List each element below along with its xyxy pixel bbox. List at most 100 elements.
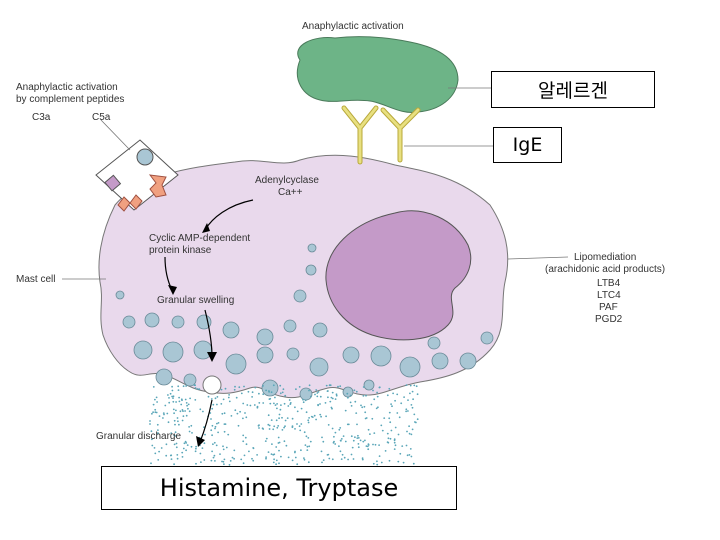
discharge-dot bbox=[309, 395, 312, 398]
discharge-dot bbox=[221, 460, 223, 463]
discharge-dot bbox=[362, 395, 365, 397]
histamine-box: Histamine, Tryptase bbox=[101, 466, 457, 510]
discharge-dot bbox=[325, 415, 327, 418]
discharge-dot bbox=[203, 442, 206, 445]
discharge-dot bbox=[165, 454, 168, 457]
discharge-dot bbox=[176, 457, 179, 460]
discharge-dot bbox=[296, 410, 299, 413]
discharge-dot bbox=[154, 408, 157, 411]
discharge-dot bbox=[342, 435, 345, 437]
discharge-dot bbox=[306, 445, 309, 448]
discharge-dot bbox=[331, 407, 333, 410]
discharge-dot bbox=[188, 426, 191, 428]
discharge-dot bbox=[399, 452, 402, 455]
discharge-dot bbox=[409, 392, 411, 395]
discharge-dot bbox=[160, 447, 163, 449]
discharge-dot bbox=[308, 417, 310, 419]
discharge-dot bbox=[306, 449, 309, 451]
discharge-dot bbox=[225, 446, 228, 449]
discharge-dot bbox=[396, 393, 399, 396]
discharge-dot bbox=[213, 441, 216, 444]
discharge-dot bbox=[151, 412, 153, 415]
discharge-dot bbox=[315, 389, 318, 391]
discharge-dot bbox=[364, 439, 366, 442]
discharge-dot bbox=[307, 421, 310, 424]
discharge-dot bbox=[371, 417, 374, 420]
discharge-dot bbox=[216, 422, 218, 425]
discharge-dot bbox=[397, 460, 400, 463]
discharge-dot bbox=[185, 385, 188, 387]
discharge-dot bbox=[347, 458, 349, 461]
discharge-dot bbox=[411, 406, 414, 409]
discharge-dot bbox=[262, 385, 264, 387]
discharge-dot bbox=[175, 435, 177, 437]
discharge-dot bbox=[305, 435, 308, 438]
discharge-dot bbox=[327, 390, 329, 392]
discharge-dot bbox=[355, 412, 358, 414]
discharge-dot bbox=[364, 417, 367, 420]
discharge-dot bbox=[246, 404, 249, 406]
discharge-dot bbox=[212, 403, 215, 406]
discharge-dot bbox=[284, 394, 287, 397]
discharge-dot bbox=[394, 426, 397, 429]
granule bbox=[283, 319, 297, 333]
granule bbox=[309, 357, 329, 377]
discharge-dot bbox=[322, 440, 325, 443]
discharge-dot bbox=[294, 428, 296, 430]
discharge-dot bbox=[150, 430, 153, 433]
discharge-dot bbox=[216, 403, 218, 406]
discharge-dot bbox=[181, 399, 183, 402]
discharge-dot bbox=[247, 390, 250, 393]
discharge-dot bbox=[319, 395, 322, 398]
discharge-dot bbox=[409, 384, 412, 387]
discharge-dot bbox=[411, 428, 414, 431]
discharge-dot bbox=[169, 392, 172, 395]
discharge-dot bbox=[267, 423, 270, 426]
discharge-dot bbox=[284, 419, 287, 422]
discharge-dot bbox=[383, 417, 386, 419]
discharge-dot bbox=[366, 445, 369, 448]
discharge-dot bbox=[220, 403, 223, 405]
discharge-dot bbox=[376, 460, 378, 463]
label-lipomediation: Lipomediation bbox=[574, 252, 636, 263]
discharge-dot bbox=[228, 464, 231, 466]
discharge-dot bbox=[410, 433, 413, 436]
granule bbox=[162, 341, 184, 363]
discharge-dot bbox=[227, 396, 230, 399]
discharge-dot bbox=[211, 407, 214, 410]
discharge-dot bbox=[168, 397, 170, 399]
discharge-dot bbox=[157, 429, 159, 431]
discharge-dot bbox=[277, 425, 280, 427]
discharge-dot bbox=[217, 422, 220, 424]
discharge-dot bbox=[304, 399, 307, 402]
discharge-dot bbox=[376, 395, 379, 398]
discharge-dot bbox=[308, 389, 310, 392]
granule bbox=[293, 289, 307, 303]
discharge-dot bbox=[279, 392, 282, 395]
discharge-dot bbox=[320, 450, 323, 453]
discharge-dot bbox=[162, 417, 164, 419]
discharge-dot bbox=[172, 397, 174, 399]
discharge-dot bbox=[331, 458, 334, 461]
discharge-dot bbox=[334, 443, 337, 445]
discharge-dot bbox=[172, 400, 175, 403]
discharge-dot bbox=[354, 436, 356, 439]
discharge-dot bbox=[308, 445, 311, 448]
discharge-dot bbox=[357, 434, 359, 437]
discharge-dot bbox=[332, 441, 335, 444]
discharge-dot bbox=[185, 449, 188, 452]
discharge-dot bbox=[408, 454, 411, 456]
discharge-dot bbox=[173, 412, 176, 415]
discharge-dot bbox=[235, 396, 238, 399]
discharge-dot bbox=[374, 443, 377, 446]
discharge-dot bbox=[411, 390, 414, 393]
discharge-dot bbox=[333, 435, 335, 438]
discharge-dot bbox=[364, 411, 367, 414]
discharge-dot bbox=[265, 457, 267, 460]
label-adenylcyclase: Adenylcyclase bbox=[255, 175, 319, 186]
discharge-dot bbox=[180, 403, 183, 406]
discharge-dot bbox=[223, 412, 226, 415]
discharge-dot bbox=[237, 424, 240, 427]
complement-receptor bbox=[95, 139, 179, 212]
discharge-dot bbox=[222, 398, 225, 401]
